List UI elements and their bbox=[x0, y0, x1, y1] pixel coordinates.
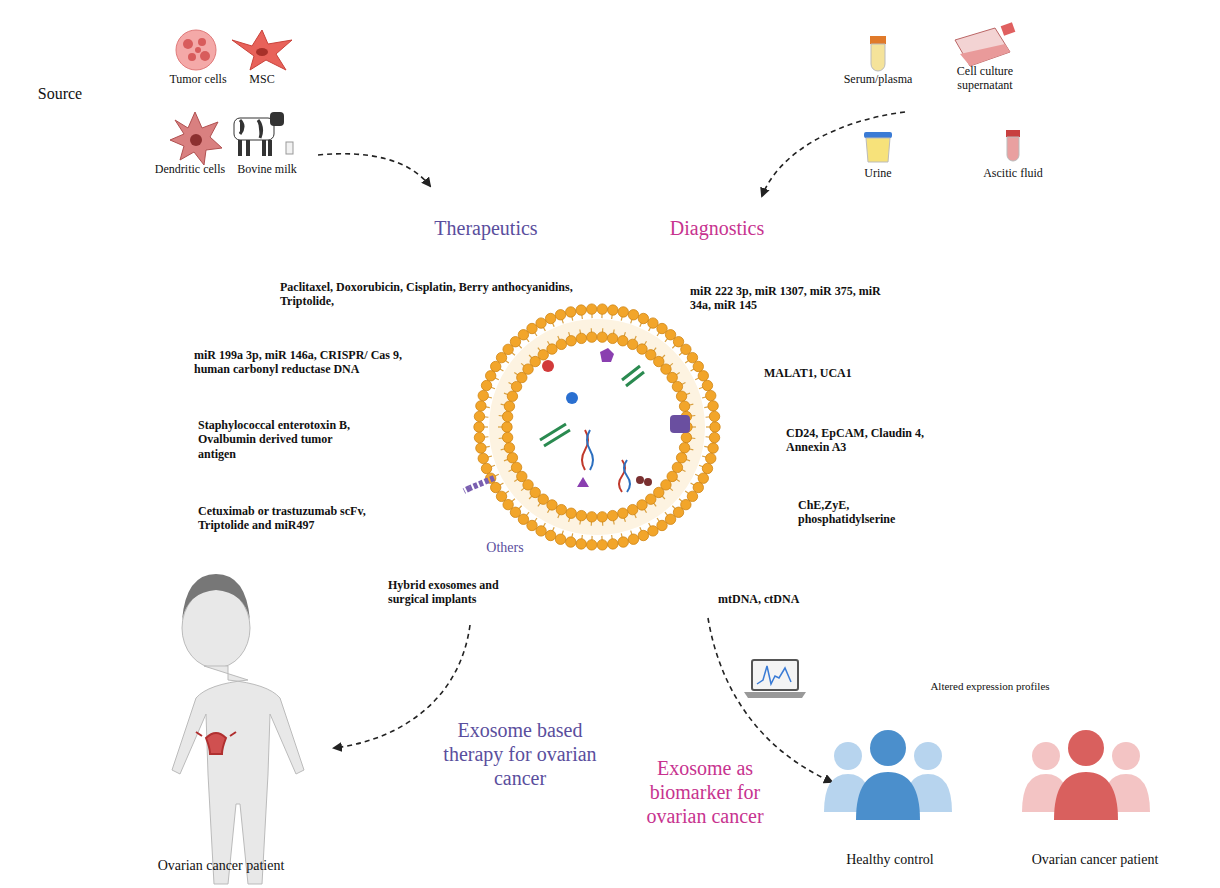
cargo-list: MALAT1, UCA1 bbox=[764, 366, 884, 380]
panel-title: Exosome based therapy for ovarian cancer bbox=[440, 718, 600, 790]
section-heading: Diagnostics bbox=[652, 216, 782, 240]
section-heading: Others bbox=[470, 540, 540, 557]
source-caption: Tumor cells bbox=[160, 72, 236, 86]
source-caption: Bovine milk bbox=[226, 162, 308, 176]
ascitic-fluid-tube-icon bbox=[1006, 130, 1020, 161]
dendritic-cell-icon bbox=[170, 112, 222, 165]
figure-caption: Altered expression profiles bbox=[920, 680, 1060, 693]
source-caption: Serum/plasma bbox=[830, 72, 926, 86]
figure-caption: Ovarian cancer patient bbox=[126, 858, 316, 875]
cargo-list: Hybrid exosomes and surgical implants bbox=[388, 578, 520, 607]
dashed-arrow bbox=[334, 625, 470, 748]
panel-title: Exosome as biomarker for ovarian cancer bbox=[632, 756, 778, 828]
cargo-list: Staphylococcal enterotoxin B, Ovalbumin … bbox=[198, 418, 368, 461]
urine-container-icon bbox=[864, 132, 892, 162]
patient-people-icon bbox=[1022, 730, 1150, 820]
cargo-list: mtDNA, ctDNA bbox=[718, 592, 828, 606]
cargo-list: Paclitaxel, Doxorubicin, Cisplatin, Berr… bbox=[280, 280, 610, 309]
cargo-list: ChE,ZyE, phosphatidylserine bbox=[798, 498, 908, 527]
serum-tube-icon bbox=[870, 36, 886, 71]
cargo-list: miR 222 3p, miR 1307, miR 375, miR 34a, … bbox=[690, 284, 885, 313]
exosome-vesicle bbox=[474, 304, 720, 550]
source-caption: Dendritic cells bbox=[140, 162, 240, 176]
laptop-icon bbox=[744, 660, 806, 698]
tumor-cells-icon bbox=[176, 30, 216, 70]
exosome-cargo bbox=[464, 348, 690, 492]
cargo-list: CD24, EpCAM, Claudin 4, Annexin A3 bbox=[786, 426, 954, 455]
cargo-list: Cetuximab or trastuzumab scFv, Triptolid… bbox=[198, 504, 373, 533]
source-caption: Ascitic fluid bbox=[965, 166, 1061, 180]
source-caption: Urine bbox=[850, 166, 906, 180]
msc-icon bbox=[232, 30, 292, 70]
cargo-list: miR 199a 3p, miR 146a, CRISPR/ Cas 9, hu… bbox=[194, 348, 422, 377]
patient-figure bbox=[172, 574, 304, 884]
figure-caption: Healthy control bbox=[820, 852, 960, 869]
bovine-milk-icon bbox=[234, 112, 293, 156]
source-caption: Cell culture supernatant bbox=[940, 64, 1030, 93]
dashed-arrow bbox=[762, 112, 905, 196]
section-heading: Therapeutics bbox=[416, 216, 556, 240]
dashed-arrow bbox=[318, 154, 430, 186]
source-caption: MSC bbox=[234, 72, 290, 86]
culture-flask-icon bbox=[955, 22, 1015, 66]
figure-caption: Ovarian cancer patient bbox=[1010, 852, 1180, 869]
healthy-people-icon bbox=[824, 730, 952, 820]
section-label: Source bbox=[30, 84, 90, 103]
